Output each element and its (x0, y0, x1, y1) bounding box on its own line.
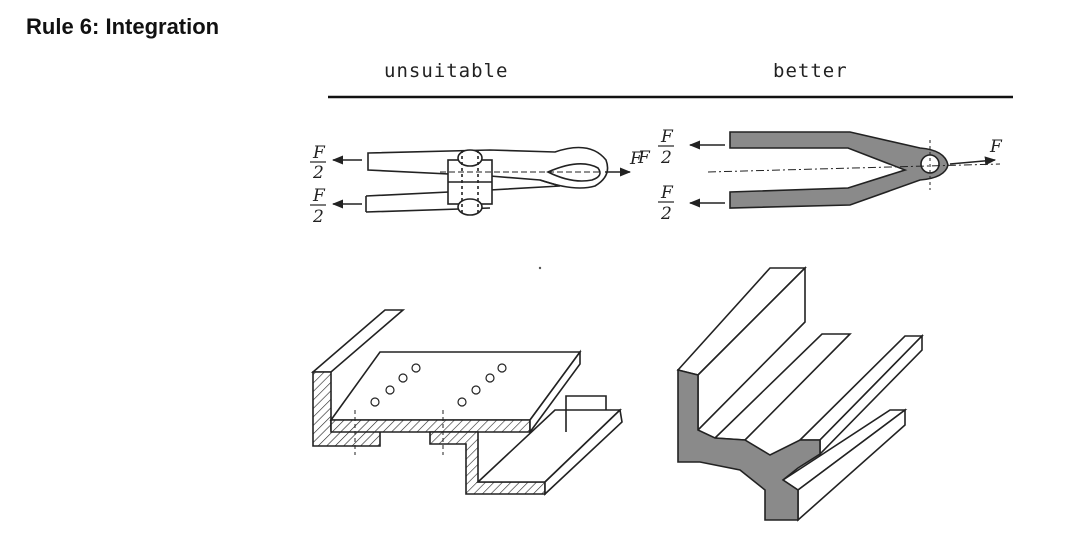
force-half-denominator: 2 (312, 163, 324, 183)
integrated-extrusion-better (676, 266, 924, 522)
force-half-numerator: F (312, 186, 326, 206)
column-label-unsuitable: unsuitable (384, 60, 509, 82)
force-label: F (629, 149, 643, 169)
force-half-denominator: 2 (660, 148, 672, 168)
force-label: F (637, 148, 651, 168)
integrated-fork-better (688, 131, 1001, 209)
riveted-joint-unsuitable (331, 146, 632, 216)
force-half-denominator: 2 (660, 204, 672, 224)
riveted-beam-unsuitable (310, 309, 623, 496)
force-label: F (989, 137, 1003, 157)
column-label-better: better (773, 60, 848, 82)
force-half-denominator: 2 (312, 207, 324, 227)
force-half-numerator: F (660, 127, 674, 147)
force-half-numerator: F (660, 183, 674, 203)
force-half-numerator: F (312, 143, 326, 163)
page-title: Rule 6: Integration (26, 14, 220, 39)
